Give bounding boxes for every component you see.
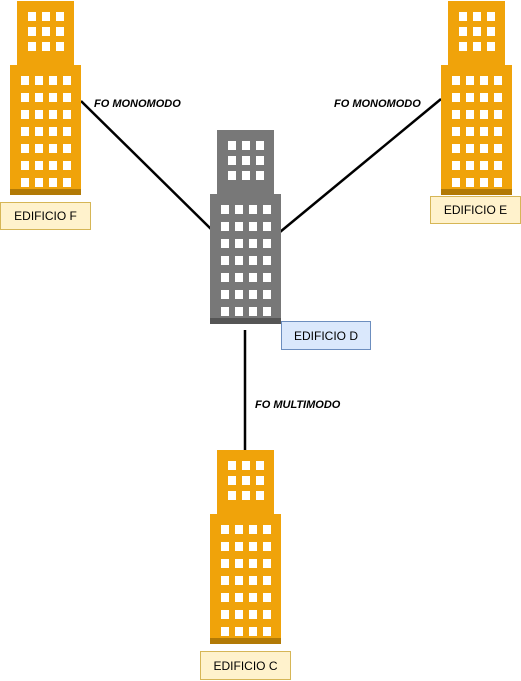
links-layer [80, 98, 442, 450]
building-label-f: EDIFICIO F [0, 202, 91, 230]
link-label-d-c: FO MULTIMODO [255, 399, 341, 411]
building-d-icon [210, 130, 281, 324]
building-f-icon [10, 1, 81, 195]
buildings-layer [10, 1, 512, 644]
building-e-icon [441, 1, 512, 195]
link-label-f-d: FO MONOMODO [94, 98, 181, 110]
building-label-c: EDIFICIO C [200, 651, 291, 680]
link-f-d [80, 100, 213, 231]
link-label-e-d: FO MONOMODO [334, 98, 421, 110]
building-c-icon [210, 450, 281, 644]
building-label-e: EDIFICIO E [430, 196, 521, 224]
link-e-d [279, 98, 442, 233]
building-label-d: EDIFICIO D [281, 321, 371, 350]
